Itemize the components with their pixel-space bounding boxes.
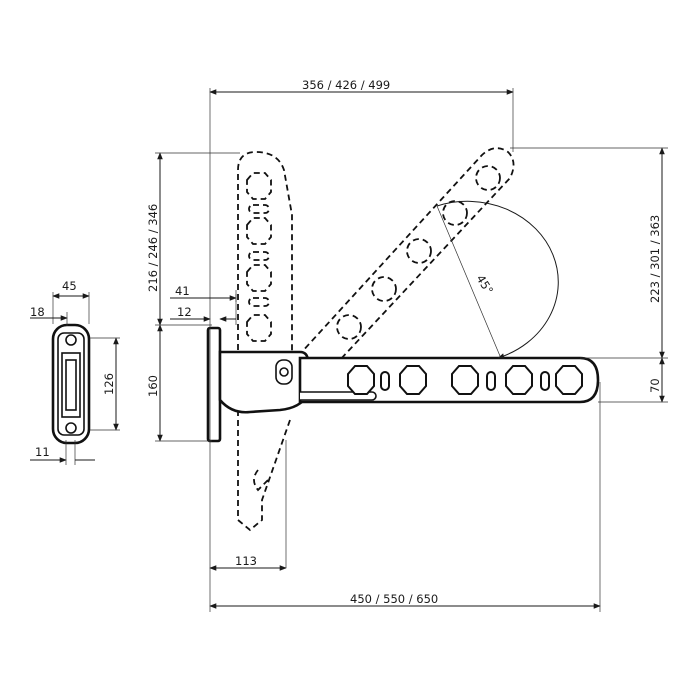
dim-left-height: 216 / 246 / 346 <box>146 204 160 292</box>
vertical-arm-holes <box>246 172 272 342</box>
main-view: 45° 356 / 426 / 499 216 / 246 / 346 160 … <box>146 78 668 612</box>
dim-offset-41: 41 <box>175 284 190 298</box>
dim-angle: 45° <box>473 272 496 297</box>
dim-bracket-height: 160 <box>146 375 160 397</box>
dim-right-height: 223 / 301 / 363 <box>648 215 662 303</box>
side-view: 45 18 126 11 <box>30 279 120 465</box>
dim-side-width: 45 <box>62 279 77 293</box>
angled-arm-holes <box>336 165 501 340</box>
dim-offset-12: 12 <box>177 305 192 319</box>
dim-top-width: 356 / 426 / 499 <box>302 78 390 92</box>
dim-bracket-depth: 113 <box>235 554 257 568</box>
dim-right-small: 70 <box>648 378 662 393</box>
dim-side-11: 11 <box>35 445 50 459</box>
dim-side-18: 18 <box>30 305 45 319</box>
horizontal-arm-holes <box>347 365 583 395</box>
dim-side-126: 126 <box>102 373 116 395</box>
dim-bottom-width: 450 / 550 / 650 <box>350 592 438 606</box>
